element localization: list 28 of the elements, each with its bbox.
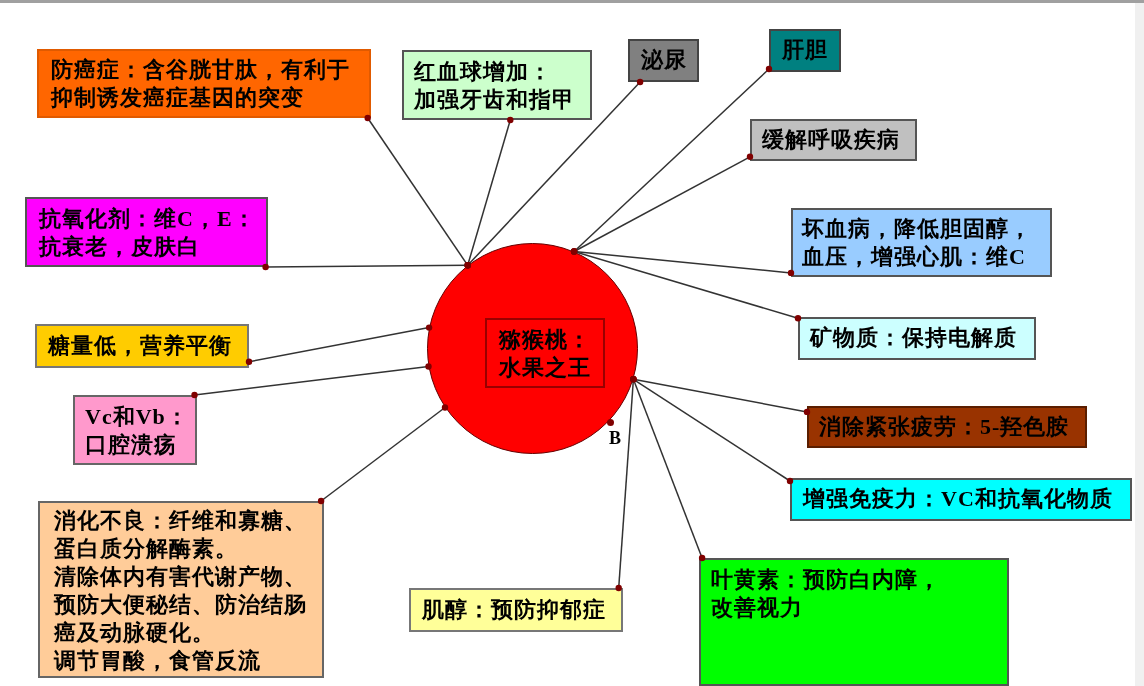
text-box: 肌醇：预防抑郁症 [409, 588, 623, 632]
box-label: 加强牙齿和指甲 [414, 86, 576, 114]
text-box: 糖量低，营养平衡 [35, 324, 249, 368]
connector-line [262, 262, 471, 271]
text-box: Vc和Vb：口腔溃疡 [73, 395, 197, 465]
box-label: 红血球增加： [414, 58, 553, 86]
text-box: 猕猴桃：水果之王 [485, 318, 605, 388]
text-box: 肝胆 [769, 29, 841, 72]
text-box: 防癌症：含谷胱甘肽，有利于抑制诱发癌症基因的突变 [37, 49, 371, 118]
connector-line [615, 376, 637, 592]
connector-line [191, 363, 432, 399]
text-box: 缓解呼吸疾病 [750, 119, 917, 161]
box-label: 调节胃酸，食管反流 [54, 647, 262, 675]
box-label: 清除体内有害代谢产物、预防大便秘结、防治结肠癌及动脉硬化。 [54, 563, 308, 647]
connector-line [570, 248, 802, 322]
text-box: 泌尿 [628, 39, 699, 82]
text-box: 抗氧化剂：维C，E：抗衰老，皮肤白 [25, 197, 268, 267]
connector-line [245, 324, 433, 365]
text-box: 矿物质：保持电解质 [798, 317, 1036, 360]
text-box: 消除紧张疲劳：5-羟色胺 [807, 406, 1087, 448]
box-label: 消化不良：纤维和寡糖、蛋白质分解酶素。 [54, 507, 308, 563]
text-box: 坏血病，降低胆固醇，血压，增强心肌：维C [791, 208, 1052, 277]
text-box: 增强免疫力：VC和抗氧化物质 [790, 478, 1132, 521]
text-box [402, 50, 592, 120]
text-box: 叶黄素：预防白内障，改善视力 [699, 558, 1009, 686]
point-label: B [609, 428, 621, 448]
connector-line [317, 404, 449, 505]
text-box [38, 501, 324, 678]
